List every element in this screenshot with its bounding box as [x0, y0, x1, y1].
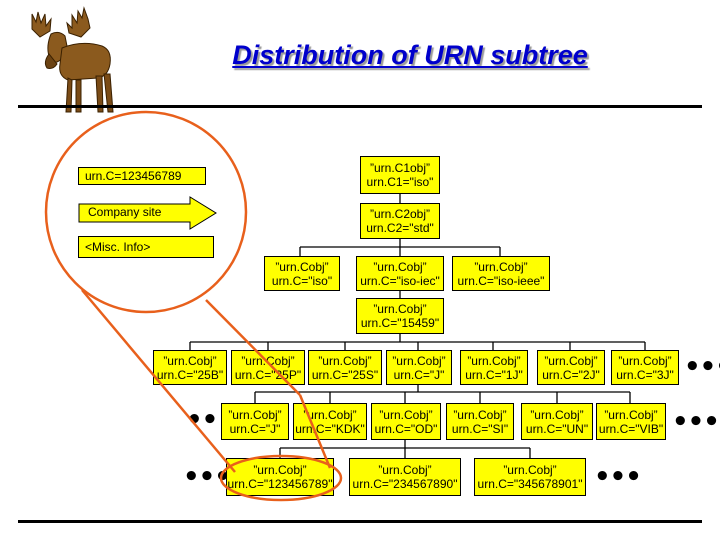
node-vib: ”urn.Cobj”urn.C="VIB": [596, 403, 666, 440]
company-site-label: Company site: [88, 205, 162, 219]
node-line2: urn.C="iso": [271, 273, 333, 288]
node-iso-ieee: ”urn.Cobj”urn.C="iso-ieee": [452, 256, 550, 291]
node-line1: ”urn.Cobj”: [373, 259, 427, 274]
node-iso: ”urn.Cobj”urn.C="iso": [264, 256, 340, 291]
node-line2: urn.C="1J": [465, 367, 523, 382]
node-si: ”urn.Cobj”urn.C="SI": [446, 403, 514, 440]
node-234567890: ”urn.Cobj”urn.C="234567890": [349, 458, 461, 496]
node-line2: urn.C="UN": [525, 421, 589, 436]
page-title: Distribution of URN subtree: [232, 40, 588, 70]
node-od: ”urn.Cobj”urn.C="OD": [371, 403, 441, 440]
node-line1: ”urn.Cobj”: [241, 353, 295, 368]
node-line2: urn.C="iso-ieee": [457, 273, 545, 288]
urn-company-label: urn.C=123456789: [78, 167, 206, 185]
node-15459: ”urn.Cobj”urn.C="15459": [356, 298, 444, 334]
node-line2: urn.C1="iso": [366, 175, 434, 189]
node-line2: urn.C="VIB": [598, 421, 664, 436]
node-2j: ”urn.Cobj”urn.C="2J": [537, 350, 605, 385]
node-line1: ”urn.Cobj”: [618, 353, 672, 368]
misc-info-label: <Misc. Info>: [78, 236, 214, 258]
node-line2: urn.C="15459": [360, 316, 440, 330]
node-line2: urn.C="123456789": [227, 477, 333, 491]
node-line1: ”urn.Cobj”: [503, 463, 557, 477]
node-line2: urn.C="iso-iec": [360, 273, 440, 288]
node-row4-j: ”urn.Cobj”urn.C="J": [221, 403, 289, 440]
node-kdk: ”urn.Cobj”urn.C="KDK": [293, 403, 367, 440]
node-line1: ”urn.C1obj”: [369, 161, 431, 175]
node-line1: ”urn.Cobj”: [275, 259, 329, 274]
node-c2obj: ”urn.C2obj”urn.C2="std": [360, 203, 440, 239]
node-line2: urn.C="345678901": [477, 477, 583, 491]
node-line2: urn.C="3J": [616, 367, 674, 382]
node-25s: ”urn.Cobj”urn.C="25S": [308, 350, 382, 385]
node-iso-iec: ”urn.Cobj”urn.C="iso-iec": [356, 256, 444, 291]
node-line1: ”urn.Cobj”: [163, 353, 217, 368]
node-line2: urn.C="234567890": [352, 477, 458, 491]
node-line1: ”urn.Cobj”: [474, 259, 528, 274]
node-line1: ”urn.Cobj”: [378, 463, 432, 477]
node-line1: ”urn.Cobj”: [318, 353, 372, 368]
node-line1: ”urn.Cobj”: [303, 407, 357, 422]
node-line1: ”urn.Cobj”: [604, 407, 658, 422]
node-line1: ”urn.Cobj”: [453, 407, 507, 422]
bottom-divider: [18, 520, 702, 523]
ellipsis-row5-right: •••: [594, 462, 642, 492]
node-line2: urn.C="J": [393, 367, 445, 382]
node-345678901: ”urn.Cobj”urn.C="345678901": [474, 458, 586, 496]
ellipsis-row4-right: •••: [672, 407, 720, 437]
node-j: ”urn.Cobj”urn.C="J": [386, 350, 452, 385]
node-c1obj: ”urn.C1obj”urn.C1="iso": [360, 156, 440, 194]
node-1j: ”urn.Cobj”urn.C="1J": [460, 350, 528, 385]
node-line2: urn.C="2J": [542, 367, 600, 382]
node-line2: urn.C="25S": [311, 367, 379, 382]
node-un: ”urn.Cobj”urn.C="UN": [521, 403, 593, 440]
top-divider: [18, 105, 702, 108]
node-line2: urn.C="25B": [156, 367, 224, 382]
node-line2: urn.C="25P": [234, 367, 302, 382]
node-line2: urn.C2="std": [366, 221, 434, 235]
node-line2: urn.C="J": [229, 421, 281, 436]
moose-icon: [31, 6, 114, 113]
node-line1: ”urn.Cobj”: [253, 463, 307, 477]
node-line1: ”urn.Cobj”: [467, 353, 521, 368]
node-line1: ”urn.Cobj”: [544, 353, 598, 368]
ellipsis-row3: •••: [684, 352, 720, 382]
node-line2: urn.C="OD": [374, 421, 438, 436]
node-123456789: ”urn.Cobj”urn.C="123456789": [226, 458, 334, 496]
ellipsis-row5-left: •••: [183, 462, 231, 492]
node-25p: ”urn.Cobj”urn.C="25P": [231, 350, 305, 385]
node-line1: ”urn.Cobj”: [373, 302, 427, 316]
node-25b: ”urn.Cobj”urn.C="25B": [153, 350, 227, 385]
node-line1: ”urn.Cobj”: [530, 407, 584, 422]
node-3j: ”urn.Cobj”urn.C="3J": [611, 350, 679, 385]
node-line2: urn.C="SI": [451, 421, 509, 436]
node-line1: ”urn.Cobj”: [379, 407, 433, 422]
node-line1: ”urn.Cobj”: [228, 407, 282, 422]
node-line2: urn.C="KDK": [295, 421, 365, 436]
node-line1: ”urn.C2obj”: [369, 207, 431, 221]
node-line1: ”urn.Cobj”: [392, 353, 446, 368]
